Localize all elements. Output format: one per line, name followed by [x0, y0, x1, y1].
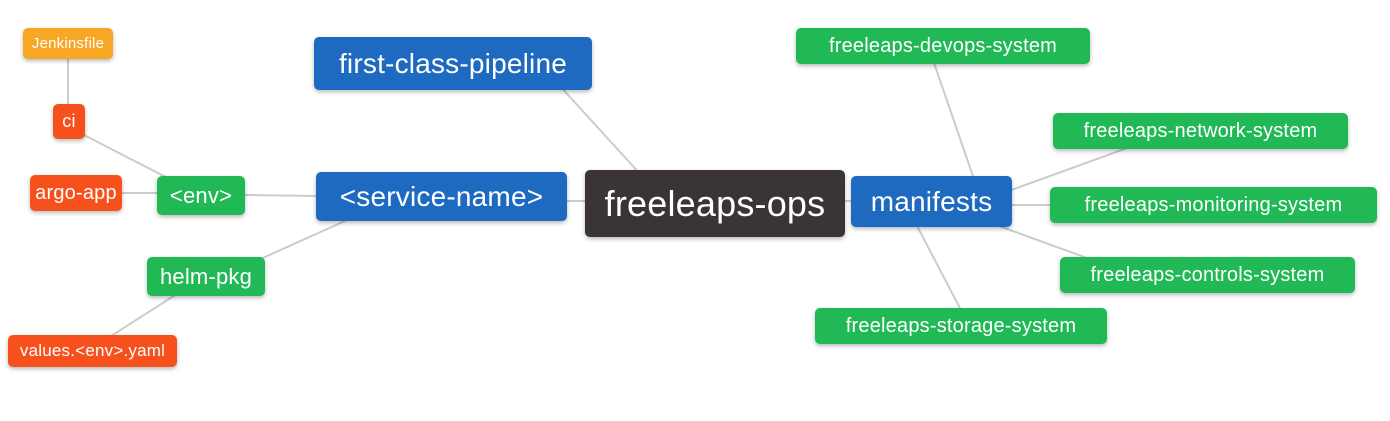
- edge-manifests-controls-system: [984, 220, 1099, 263]
- node-helm-pkg[interactable]: helm-pkg: [147, 257, 265, 296]
- edge-ops-first-class-pipeline: [557, 83, 643, 177]
- node-freeleaps-network-system[interactable]: freeleaps-network-system: [1053, 113, 1348, 149]
- node-freeleaps-storage-system[interactable]: freeleaps-storage-system: [815, 308, 1107, 344]
- edge-manifests-devops-system: [932, 59, 976, 183]
- node-freeleaps-monitoring-system[interactable]: freeleaps-monitoring-system: [1050, 187, 1377, 223]
- node-first-class-pipeline[interactable]: first-class-pipeline: [314, 37, 592, 90]
- node-service-name[interactable]: <service-name>: [316, 172, 567, 221]
- edge-manifests-network-system: [1005, 146, 1131, 193]
- edge-service-name-env: [243, 194, 319, 197]
- node-jenkinsfile[interactable]: Jenkinsfile: [23, 28, 113, 59]
- node-freeleaps-controls-system[interactable]: freeleaps-controls-system: [1060, 257, 1355, 293]
- edge-manifests-storage-system: [914, 221, 963, 313]
- node-freeleaps-devops-system[interactable]: freeleaps-devops-system: [796, 28, 1090, 64]
- node-freeleaps-ops[interactable]: freeleaps-ops: [585, 170, 845, 237]
- node-argo-app[interactable]: argo-app: [30, 175, 122, 211]
- edge-helm-pkg-values: [107, 291, 181, 339]
- node-values-env-yaml[interactable]: values.<env>.yaml: [8, 335, 177, 367]
- node-env[interactable]: <env>: [157, 176, 245, 215]
- node-ci[interactable]: ci: [53, 104, 85, 139]
- node-manifests[interactable]: manifests: [851, 176, 1012, 227]
